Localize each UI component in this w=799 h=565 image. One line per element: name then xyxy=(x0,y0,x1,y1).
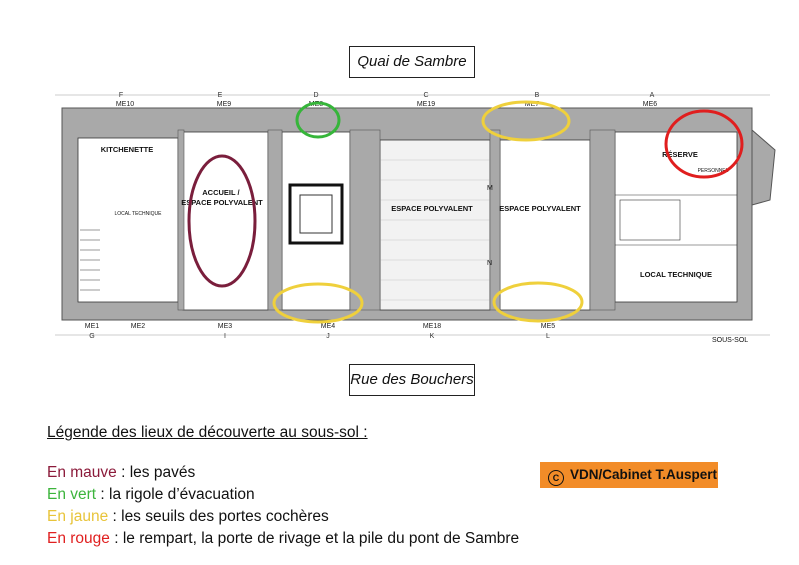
legend-term: En vert xyxy=(47,486,97,503)
room-kitchenette-area xyxy=(77,137,179,303)
axis-letters-bottom: G I J K L xyxy=(89,333,550,340)
legend-item-green: En vert : la rigole d’évacuation xyxy=(47,486,255,504)
wall-wedge xyxy=(751,128,776,206)
axis-letters-top: F E D C B A xyxy=(119,92,655,99)
a-internal xyxy=(615,194,737,246)
axis-letter: C xyxy=(423,92,428,99)
highlight-yellow-bottom-right xyxy=(492,281,584,323)
axis-letter: A xyxy=(650,92,655,99)
axis-letter: J xyxy=(326,333,330,340)
axis-letter: L xyxy=(546,333,550,340)
room-label-espace-b: ESPACE POLYVALENT xyxy=(499,204,581,213)
top-openings: ME10 ME9 ME8 ME19 ME7 ME6 xyxy=(116,101,657,108)
opening-label: ME6 xyxy=(643,101,658,108)
legend-item-yellow: En jaune : les seuils des portes cochère… xyxy=(47,508,329,526)
marker-m: M xyxy=(487,185,493,192)
stairs-left xyxy=(80,229,100,291)
opening-label: ME7 xyxy=(525,101,540,108)
credit-text: VDN/Cabinet T.Auspert xyxy=(570,467,718,482)
floor-plan: F E D C B A ME10 ME9 ME8 ME19 ME7 ME6 ME… xyxy=(55,92,776,344)
room-label-accueil-line2: ESPACE POLYVALENT xyxy=(181,198,263,207)
highlight-yellow-top xyxy=(481,100,571,142)
room-c-area xyxy=(379,139,491,311)
street-bottom-label: Rue des Bouchers xyxy=(350,371,474,388)
room-label-accueil-line1: ACCUEIL / xyxy=(202,188,240,197)
room-label-accueil: ACCUEIL / ESPACE POLYVALENT xyxy=(181,188,263,207)
axis-letter: D xyxy=(313,92,318,99)
level-label: SOUS-SOL xyxy=(712,337,748,344)
hatch-c xyxy=(380,159,490,301)
axis-letter: K xyxy=(430,333,435,340)
bottom-openings: ME1 ME2 ME3 ME4 ME18 ME5 xyxy=(85,323,556,330)
marker-n: N xyxy=(487,260,492,267)
elevator-cab xyxy=(299,194,333,234)
highlight-yellow-bottom-left xyxy=(272,282,364,324)
legend-item-mauve: En mauve : les pavés xyxy=(47,464,195,482)
opening-label: ME19 xyxy=(417,101,435,108)
room-a-area xyxy=(614,131,738,303)
legend-text: : la rigole d’évacuation xyxy=(96,486,255,503)
axis-letter: I xyxy=(224,333,226,340)
opening-label: ME5 xyxy=(541,323,556,330)
opening-label: ME2 xyxy=(131,323,146,330)
room-label-kitchenette: KITCHENETTE xyxy=(101,145,154,154)
partition-walls xyxy=(177,129,616,311)
axis-letter: E xyxy=(218,92,223,99)
legend-text: : les pavés xyxy=(116,464,196,481)
room-label-local-technique: LOCAL TECHNIQUE xyxy=(640,270,712,279)
street-top-label: Quai de Sambre xyxy=(357,53,467,70)
opening-label: ME10 xyxy=(116,101,134,108)
opening-label: ME18 xyxy=(423,323,441,330)
small-labels: LOCAL TECHNIQUE PERSONNEL xyxy=(115,168,729,217)
room-labels: KITCHENETTE ESPACE POLYVALENT ESPACE POL… xyxy=(101,145,712,279)
axis-letter: B xyxy=(535,92,540,99)
street-bottom-box: Rue des Bouchers xyxy=(349,364,475,396)
opening-label: ME1 xyxy=(85,323,100,330)
legend-term: En rouge xyxy=(47,530,110,547)
street-top-box: Quai de Sambre xyxy=(349,46,475,78)
copyright-icon: C xyxy=(548,470,564,486)
room-label-reserve: RÉSERVE xyxy=(662,150,698,159)
axis-letter: F xyxy=(119,92,123,99)
highlight-red xyxy=(664,109,744,179)
rooms-interior xyxy=(77,131,738,311)
highlight-green xyxy=(295,101,341,139)
credit-badge: C VDN/Cabinet T.Auspert xyxy=(540,462,718,488)
legend-text: : le rempart, la porte de rivage et la p… xyxy=(109,530,520,547)
opening-label: ME3 xyxy=(218,323,233,330)
legend-text: : les seuils des portes cochères xyxy=(108,508,329,525)
opening-label: ME4 xyxy=(321,323,336,330)
legend-title: Légende des lieux de découverte au sous-… xyxy=(47,424,368,441)
axis-letter: G xyxy=(89,333,94,340)
opening-label: ME9 xyxy=(217,101,232,108)
legend-item-red: En rouge : le rempart, la porte de rivag… xyxy=(47,530,519,548)
highlight-mauve xyxy=(187,154,257,288)
legend-term: En jaune xyxy=(47,508,109,525)
room-label-espace-c: ESPACE POLYVALENT xyxy=(391,204,473,213)
legend-term: En mauve xyxy=(47,464,117,481)
room-label-local-technique-small: LOCAL TECHNIQUE xyxy=(115,211,163,217)
room-label-personnel: PERSONNEL xyxy=(698,168,729,174)
